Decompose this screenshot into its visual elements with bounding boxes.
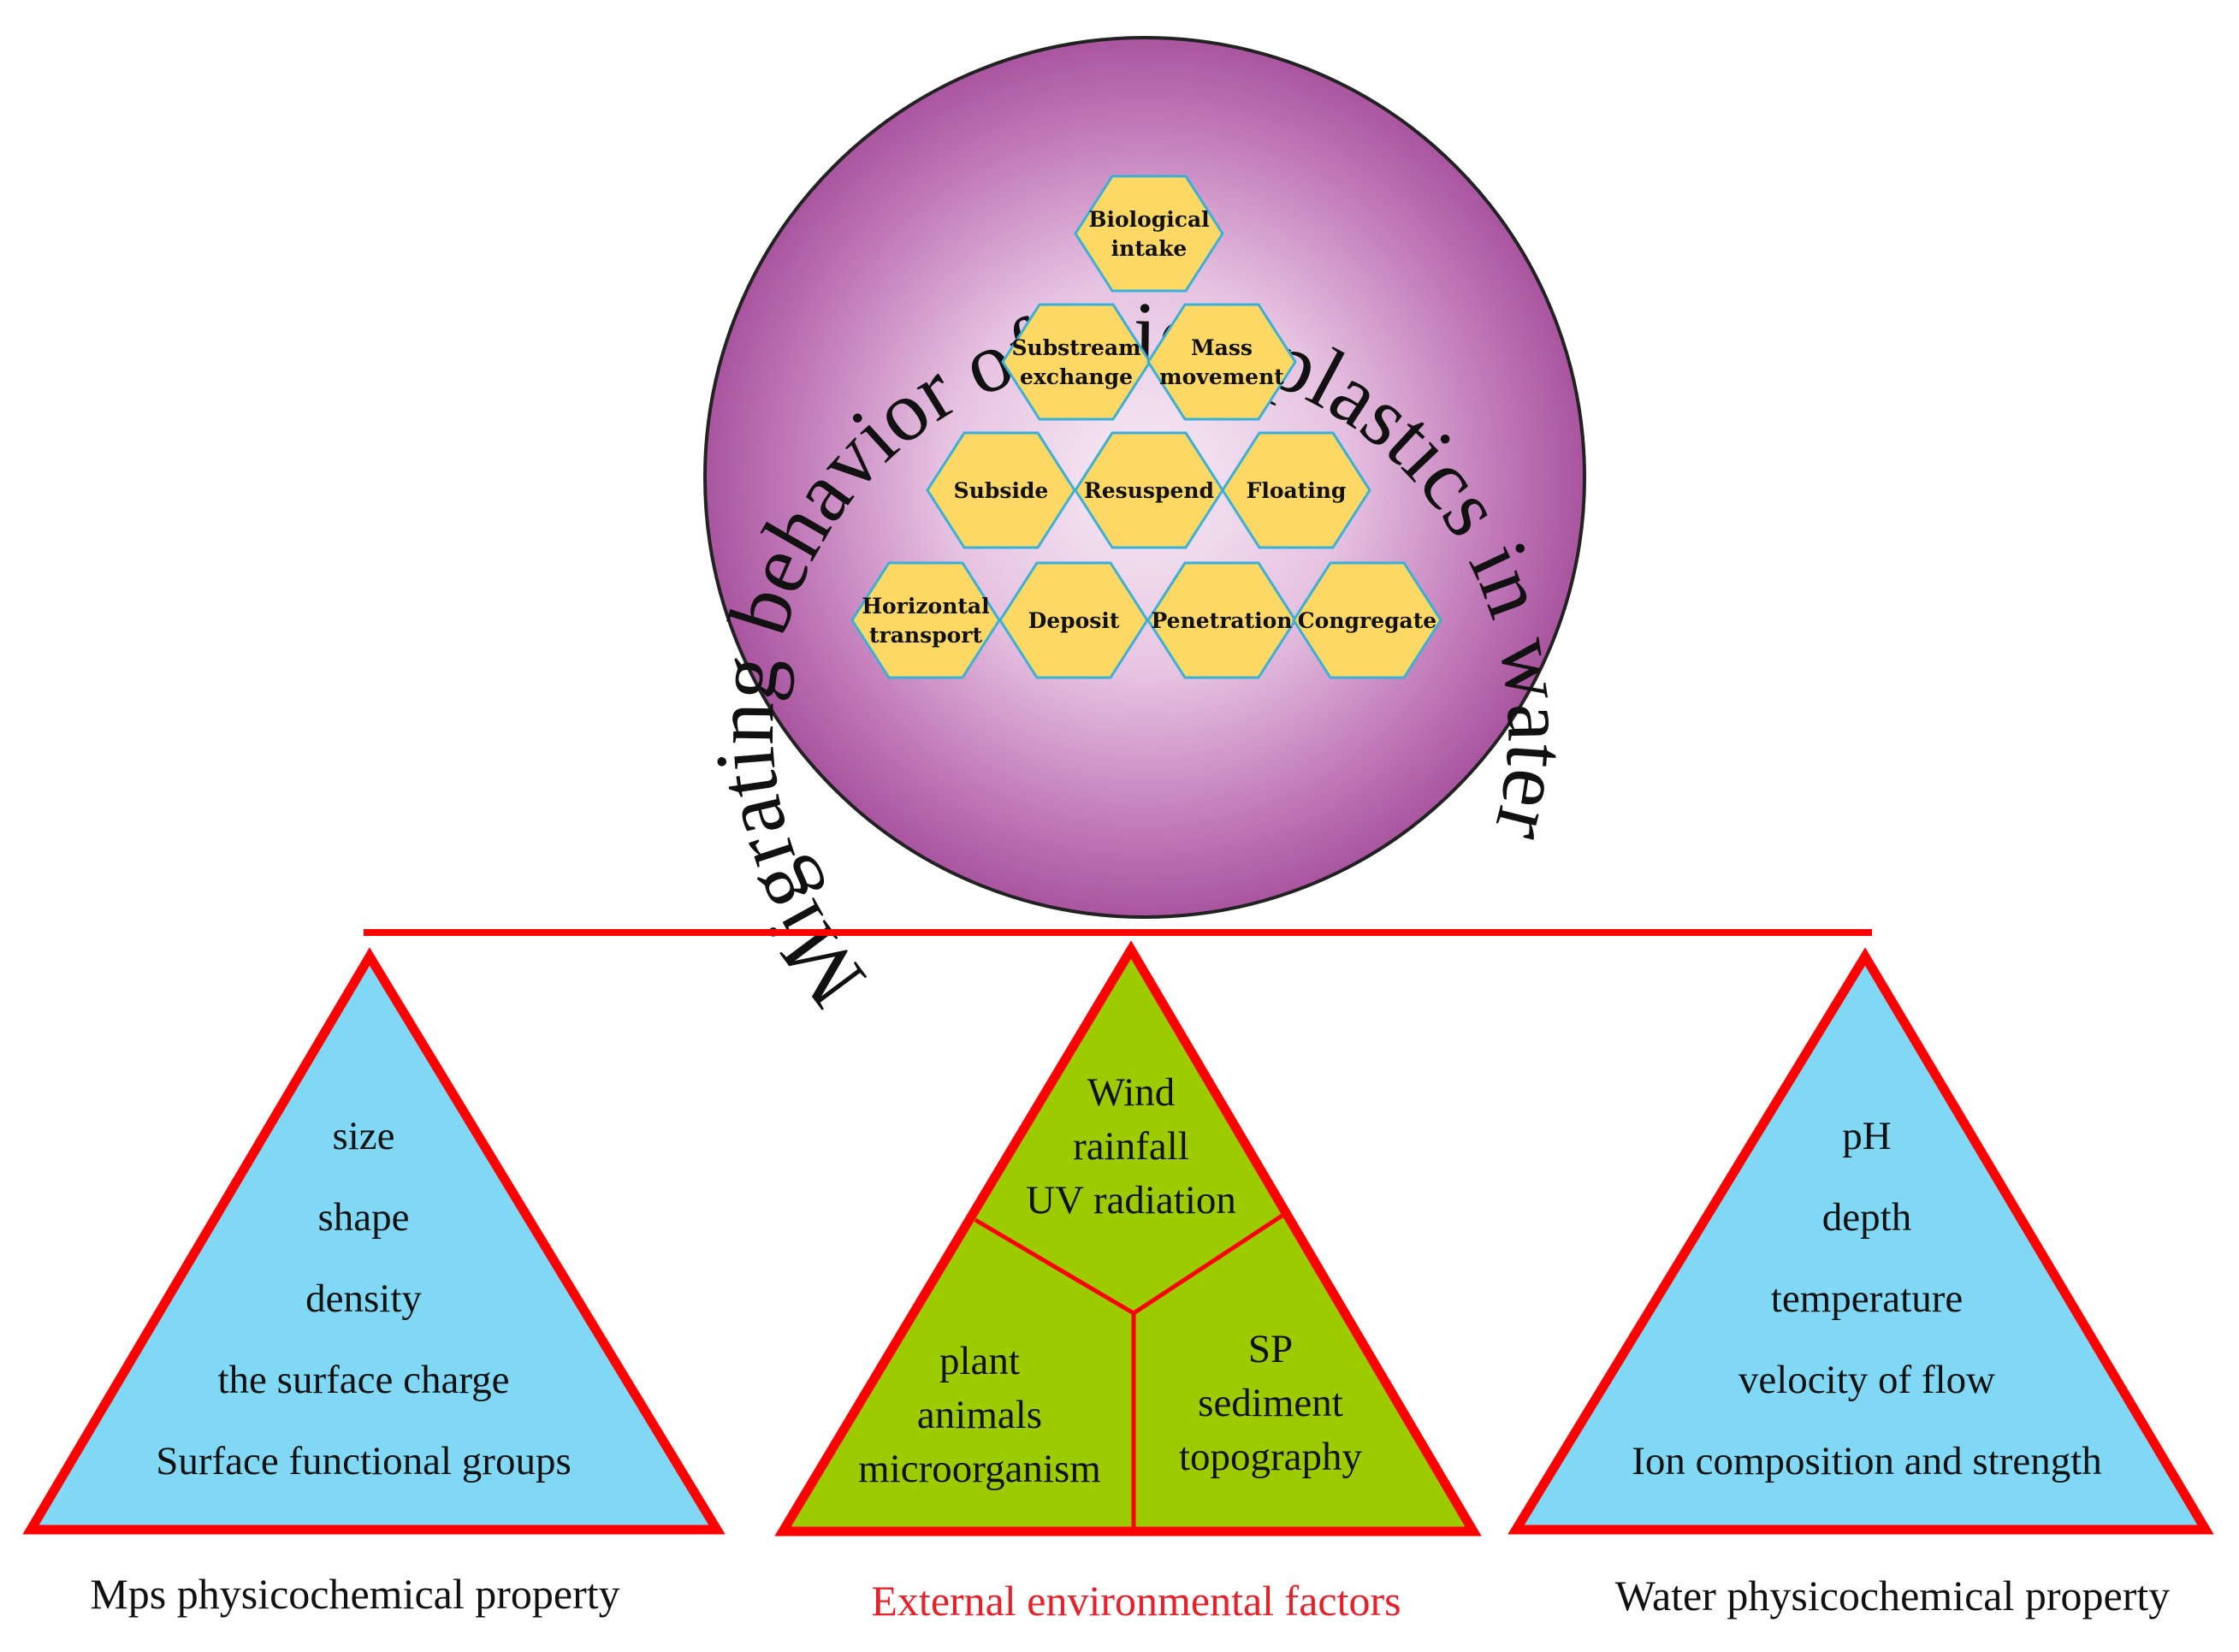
left-item-5: Surface functional groups xyxy=(156,1439,572,1483)
top-item-2: rainfall xyxy=(1073,1124,1189,1169)
right-triangle-shape xyxy=(1507,947,2214,1535)
hexagon-label: Deposit xyxy=(1028,608,1120,633)
hexagon-subside: Subside xyxy=(926,431,1076,549)
left-triangle: size shape density the surface charge Su… xyxy=(22,947,726,1618)
hexagon-resuspend: Resuspend xyxy=(1074,431,1224,549)
right-item-2: depth xyxy=(1822,1195,1911,1240)
right-item-5: Ion composition and strength xyxy=(1632,1439,2102,1483)
hexagon-label: Mass xyxy=(1191,335,1253,360)
hexagon-label: movement xyxy=(1159,364,1284,389)
hexagon-shape xyxy=(1074,175,1224,293)
hexagon-floating: Floating xyxy=(1221,431,1371,549)
right-triangle: pH depth temperature velocity of flow Io… xyxy=(1507,947,2214,1619)
hexagon-shape xyxy=(998,561,1149,679)
hexagon-label: transport xyxy=(869,623,982,648)
hexagon-label: Congregate xyxy=(1298,608,1436,633)
center-caption: External environmental factors xyxy=(871,1577,1401,1625)
migration-circle: Migrating behavior of microplastics in w… xyxy=(696,36,1586,1024)
right-item-4: velocity of flow xyxy=(1738,1358,1995,1402)
hexagon-deposit: Deposit xyxy=(998,561,1149,679)
hexagon-shape xyxy=(850,561,1001,679)
hexagon-shape xyxy=(1221,431,1371,549)
bottom-left-item-2: animals xyxy=(917,1393,1042,1437)
hexagon-label: intake xyxy=(1111,236,1188,261)
hexagon-shape xyxy=(1292,561,1442,679)
bottom-left-item-1: plant xyxy=(939,1339,1020,1383)
hexagon-label: Substream xyxy=(1011,335,1140,360)
hexagon-label: Subside xyxy=(954,478,1049,503)
top-item-1: Wind xyxy=(1087,1070,1176,1115)
hexagon-shape xyxy=(1146,303,1297,421)
hexagon-label: exchange xyxy=(1020,364,1133,389)
right-caption: Water physicochemical property xyxy=(1615,1572,2171,1619)
divider-left xyxy=(974,1217,1135,1316)
left-item-2: shape xyxy=(317,1195,409,1240)
left-triangle-shape xyxy=(22,947,726,1535)
top-item-3: UV radiation xyxy=(1026,1178,1236,1223)
hexagon-label: Floating xyxy=(1247,478,1347,503)
hexagon-label: Penetration xyxy=(1152,608,1293,633)
hexagon-biological: Biological intake xyxy=(1074,175,1224,293)
bottom-right-item-2: sediment xyxy=(1198,1381,1343,1425)
right-item-3: temperature xyxy=(1771,1276,1963,1321)
hexagon-congregate: Congregate xyxy=(1292,561,1442,679)
hexagon-shape xyxy=(1146,561,1297,679)
hexagon-penetration: Penetration xyxy=(1146,561,1297,679)
hexagon-shape xyxy=(926,431,1076,549)
hexagon-mass: Mass movement xyxy=(1146,303,1297,421)
bottom-left-item-3: microorganism xyxy=(858,1447,1101,1491)
hexagon-substream: Substream exchange xyxy=(1001,303,1152,421)
hexagon-shape xyxy=(1001,303,1152,421)
hexagon-label: Biological xyxy=(1088,207,1209,232)
bottom-right-item-3: topography xyxy=(1179,1435,1363,1479)
left-item-1: size xyxy=(332,1114,394,1158)
left-caption: Mps physicochemical property xyxy=(90,1570,619,1618)
center-triangle-shape xyxy=(774,940,1482,1537)
bottom-right-item-1: SP xyxy=(1248,1327,1293,1371)
center-triangle: Wind rainfall UV radiation plant animals… xyxy=(774,940,1482,1625)
hexagon-shape xyxy=(1074,431,1224,549)
left-item-4: the surface charge xyxy=(218,1358,510,1402)
hexagon-label: Horizontal xyxy=(862,594,989,619)
hexagon-horizontal: Horizontal transport xyxy=(850,561,1001,679)
left-item-3: density xyxy=(305,1276,422,1321)
divider-right xyxy=(1132,1212,1285,1316)
right-item-1: pH xyxy=(1842,1114,1891,1158)
hexagon-label: Resuspend xyxy=(1084,478,1214,503)
